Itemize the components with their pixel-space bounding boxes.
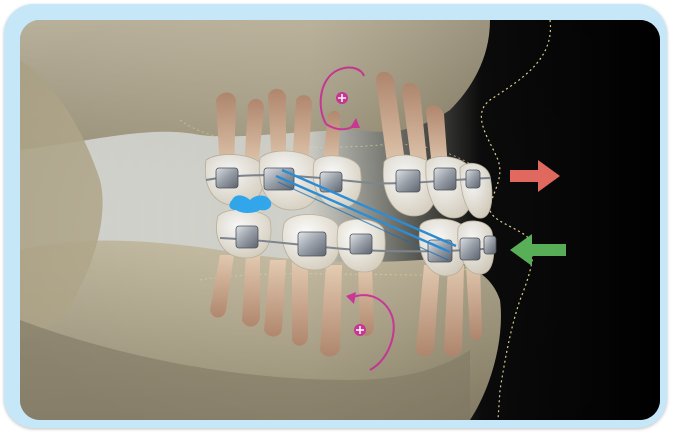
jaw-diagram bbox=[20, 20, 660, 420]
vignette bbox=[20, 20, 660, 420]
illustration-frame bbox=[4, 4, 667, 428]
dental-illustration bbox=[20, 20, 660, 420]
